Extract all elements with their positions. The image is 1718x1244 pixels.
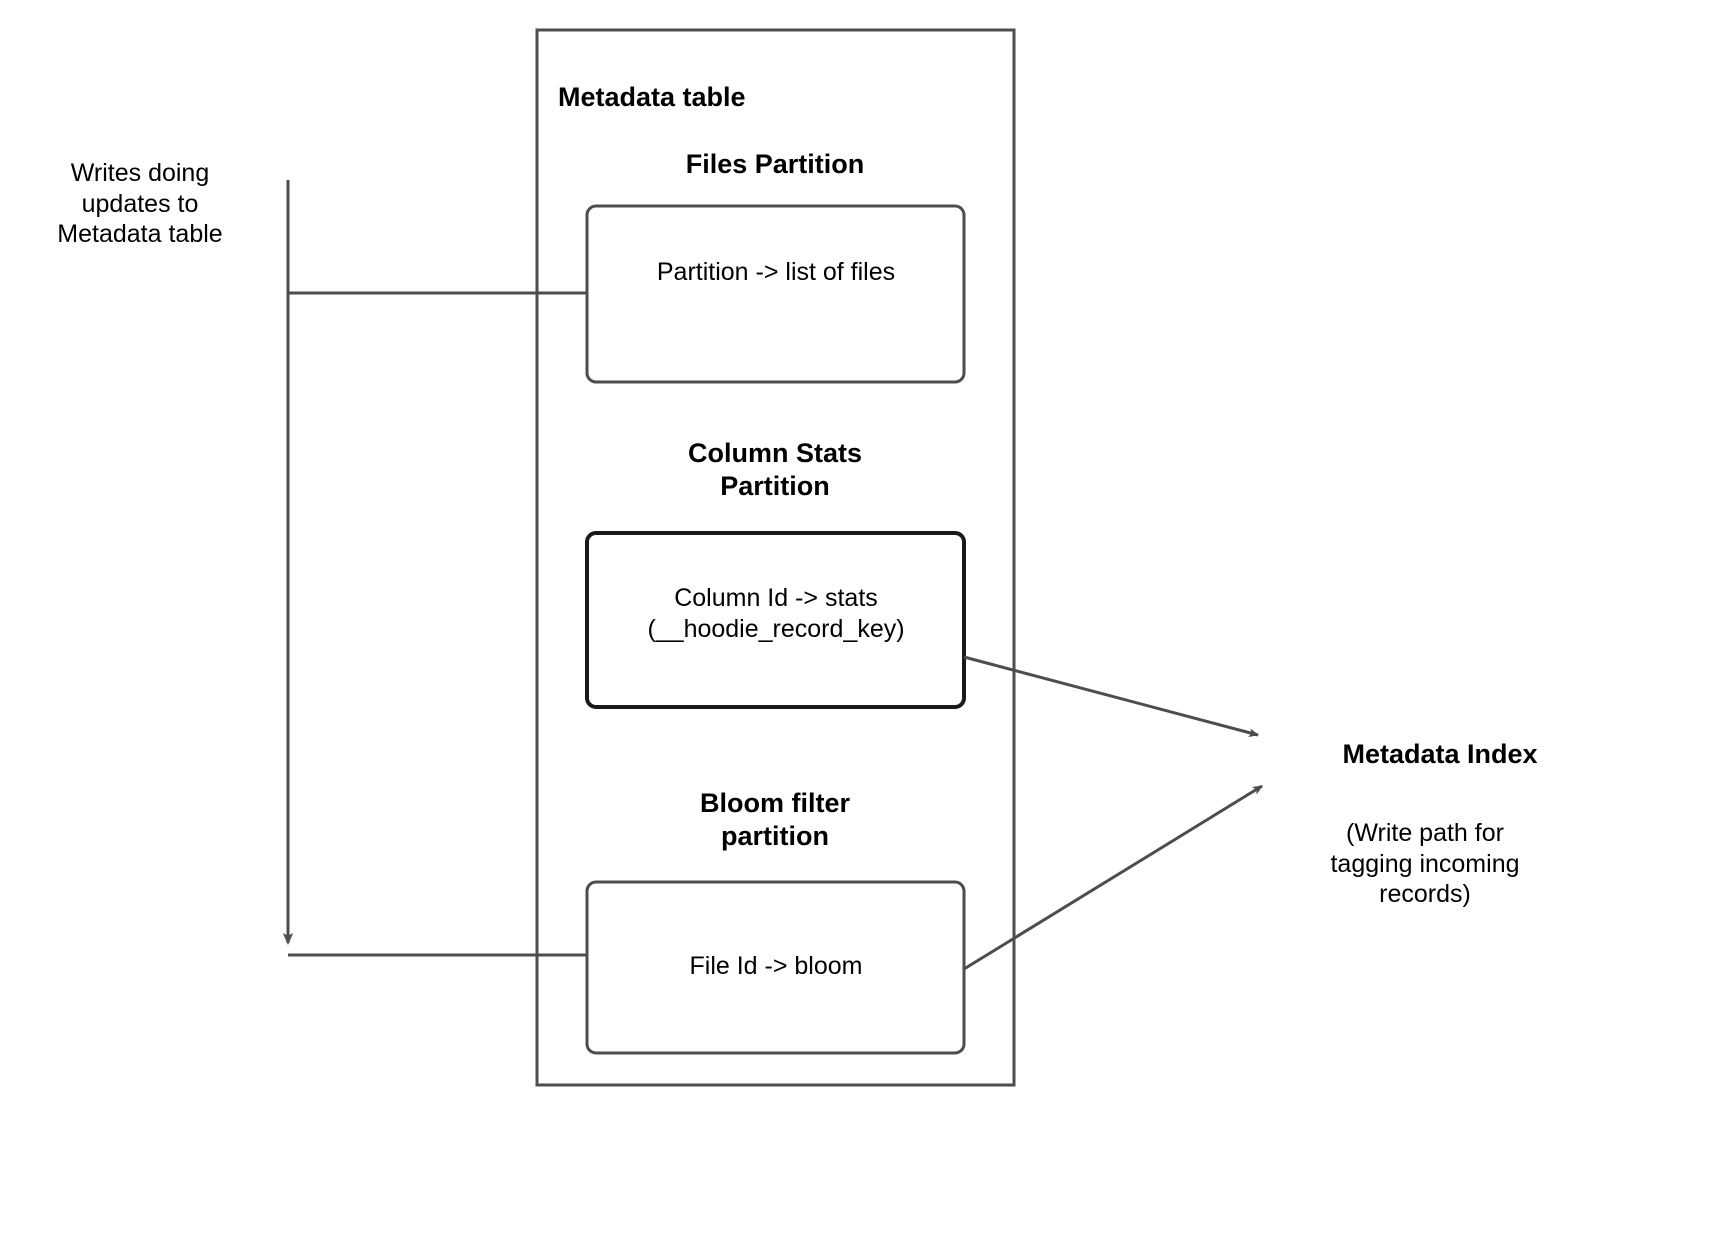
metadata-table-container <box>535 28 1016 1087</box>
metadata-index-note: (Write path for tagging incoming records… <box>1330 819 1520 908</box>
files-partition-box <box>585 204 966 384</box>
bloom-filter-partition-heading: Bloom filter partition <box>699 788 850 851</box>
bloom-filter-to-index-arrow <box>963 784 1263 971</box>
metadata-index-title: Metadata Index <box>1342 739 1538 769</box>
column-stats-partition-heading: Column Stats Partition <box>687 438 862 501</box>
column-stats-to-index-arrow <box>963 655 1259 737</box>
files-partition-box-label: Partition -> list of files <box>656 258 896 286</box>
metadata-table-title: Metadata table <box>558 82 746 112</box>
column-stats-partition-box <box>585 531 966 709</box>
files-partition-heading: Files Partition <box>685 149 865 179</box>
writes-updates-caption: Writes doing updates to Metadata table <box>57 159 223 248</box>
column-stats-partition-box-label: Column Id -> stats (__hoodie_record_key) <box>647 584 905 643</box>
bloom-filter-partition-box-label: File Id -> bloom <box>689 952 863 980</box>
